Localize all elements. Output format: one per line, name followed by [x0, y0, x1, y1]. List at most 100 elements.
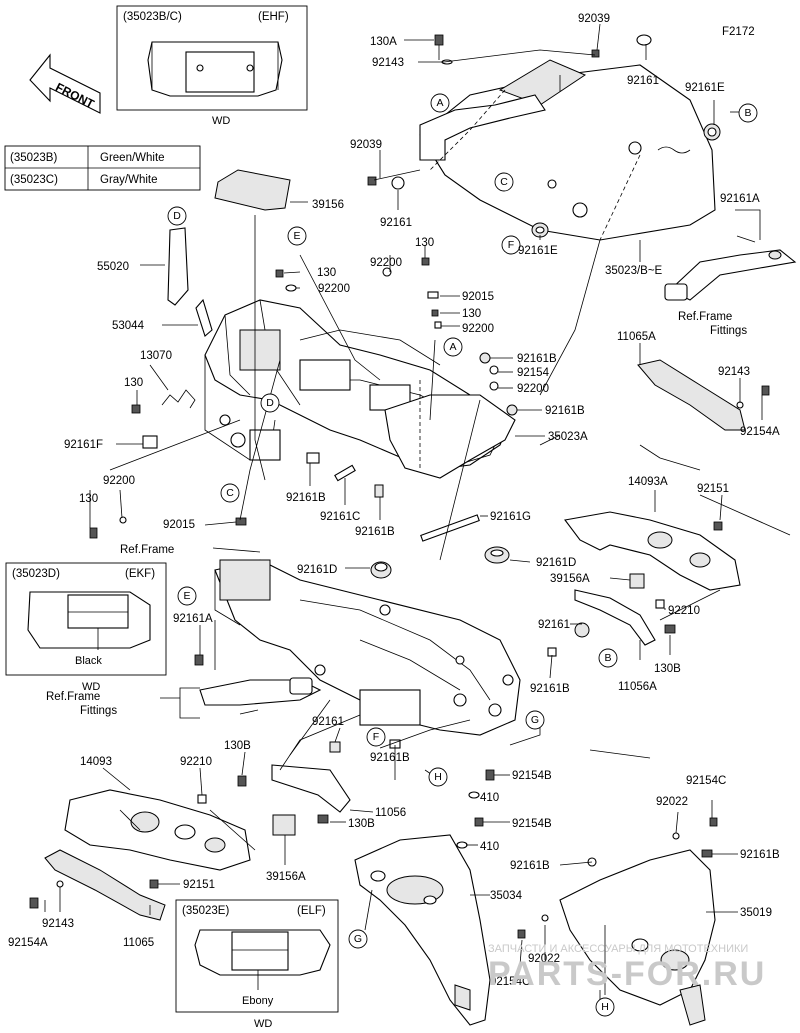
color-table-color-0: Green/White	[100, 152, 165, 164]
watermark: ЗАПЧАСТИ И АКСЕССУАРЫ ДЛЯ МОТОТЕХНИКИ PA…	[488, 943, 766, 993]
part-label: 92210	[180, 756, 212, 768]
part-label: 92200	[517, 383, 549, 395]
inset-elf-variant: (ELF)	[297, 905, 326, 917]
color-table-code-0: (35023B)	[10, 152, 57, 164]
strip-53044	[195, 298, 213, 337]
inset-ekf: (35023D) (EKF) Black WD	[5, 562, 167, 693]
watermark-line2: PARTS-FOR.RU	[488, 955, 766, 993]
part-label: 130	[462, 308, 481, 320]
part-label: 92143	[42, 918, 74, 930]
part-label: 92154B	[512, 818, 552, 830]
part-label: 130A	[370, 36, 397, 48]
callout-b-top: B	[738, 103, 758, 123]
part-label: 39156A	[266, 871, 306, 883]
part-label: 130	[79, 493, 98, 505]
rear-fender	[419, 59, 716, 241]
part-label: 92210	[668, 605, 700, 617]
bracket-11056	[237, 739, 401, 824]
svg-text:A: A	[449, 341, 456, 353]
plate-55020	[167, 227, 189, 306]
part-label: 92154	[517, 367, 550, 379]
part-label: 55020	[97, 261, 129, 273]
part-label: 39156A	[550, 573, 590, 585]
part-label: 11056	[375, 807, 406, 819]
part-label: 92161D	[536, 557, 576, 569]
inset-elf: (35023E) (ELF) Ebony WD	[175, 899, 339, 1030]
callout-g-mid: G	[525, 710, 545, 730]
part-label: 92161	[312, 716, 344, 728]
part-label: 92161	[538, 619, 570, 631]
part-label: 410	[480, 792, 499, 804]
svg-text:H: H	[601, 1001, 609, 1013]
callout-f-top: F	[501, 235, 521, 255]
callout-a-mid: A	[443, 337, 463, 357]
cover-14093a	[564, 511, 741, 609]
figure-id: F2172	[722, 26, 755, 38]
part-label: 92161B	[530, 683, 570, 695]
color-table: (35023B) Green/White (35023C) Gray/White	[4, 145, 201, 191]
inset-ehf: (35023B/C) (EHF) WD	[116, 5, 308, 127]
svg-text:G: G	[531, 714, 539, 726]
inset-elf-footer: WD	[254, 1018, 272, 1030]
bracket-11056a	[547, 589, 676, 657]
inner-fender-35023a	[384, 394, 516, 479]
part-label: 92022	[656, 796, 688, 808]
part-label: 130B	[224, 740, 251, 752]
callout-e-top: E	[287, 226, 307, 246]
inset-elf-code: (35023E)	[182, 905, 229, 917]
svg-text:F: F	[373, 731, 379, 743]
callout-a-top: A	[430, 93, 450, 113]
part-label: 130B	[654, 663, 681, 675]
svg-text:C: C	[500, 176, 508, 188]
part-label: 92143	[372, 57, 404, 69]
part-label: 92161A	[720, 193, 760, 205]
part-label: 35023/B~E	[605, 265, 663, 277]
part-label: 92161	[380, 217, 412, 229]
color-table-color-1: Gray/White	[100, 174, 158, 186]
part-label: 92161D	[297, 564, 337, 576]
part-label: 92143	[718, 366, 750, 378]
cowl-35019	[517, 817, 718, 1026]
part-label: 92161E	[518, 245, 558, 257]
callout-h-mid: H	[428, 767, 448, 787]
part-label: 92161B	[355, 526, 395, 538]
strip-11065	[29, 849, 166, 921]
part-label: 92015	[163, 519, 195, 531]
part-label: 92154C	[490, 976, 530, 988]
callout-d-top: D	[167, 206, 187, 226]
part-label: 92161B	[545, 405, 585, 417]
part-label: 92161	[627, 75, 659, 87]
part-label: 92161B	[740, 849, 780, 861]
inset-ekf-code: (35023D)	[12, 568, 60, 580]
part-label: 13070	[140, 350, 172, 362]
part-labels: 130A 92143 92039 92161 92161E 92039 9216…	[8, 13, 780, 988]
part-label: 130	[415, 237, 434, 249]
part-label: 92039	[350, 139, 382, 151]
reference-lines	[109, 89, 791, 1005]
callout-d-mid: D	[260, 393, 280, 413]
part-label: 92161G	[490, 511, 531, 523]
part-label: 14093A	[628, 476, 668, 488]
inset-ekf-footer: WD	[82, 681, 100, 693]
callout-g-low: G	[348, 929, 368, 949]
inset-ehf-variant: (EHF)	[258, 11, 289, 23]
svg-text:C: C	[226, 487, 234, 499]
part-label: 92022	[528, 953, 560, 965]
part-label: 92151	[697, 483, 729, 495]
part-label: 11065	[123, 937, 154, 949]
part-label: 92161B	[370, 752, 410, 764]
part-label: 92161B	[510, 860, 550, 872]
svg-text:B: B	[744, 107, 751, 119]
part-label: 11056A	[618, 681, 657, 693]
frame-fittings-left	[194, 654, 322, 715]
part-label: 410	[480, 841, 499, 853]
part-label: 39156	[312, 199, 344, 211]
callout-circles: A B C D E F A D C E B G F H G H	[167, 93, 758, 1017]
inset-ehf-code: (35023B/C)	[123, 11, 182, 23]
part-label: 130B	[348, 818, 375, 830]
inset-ehf-footer: WD	[212, 115, 230, 127]
part-label: 92161C	[320, 511, 360, 523]
color-table-code-1: (35023C)	[10, 174, 58, 186]
